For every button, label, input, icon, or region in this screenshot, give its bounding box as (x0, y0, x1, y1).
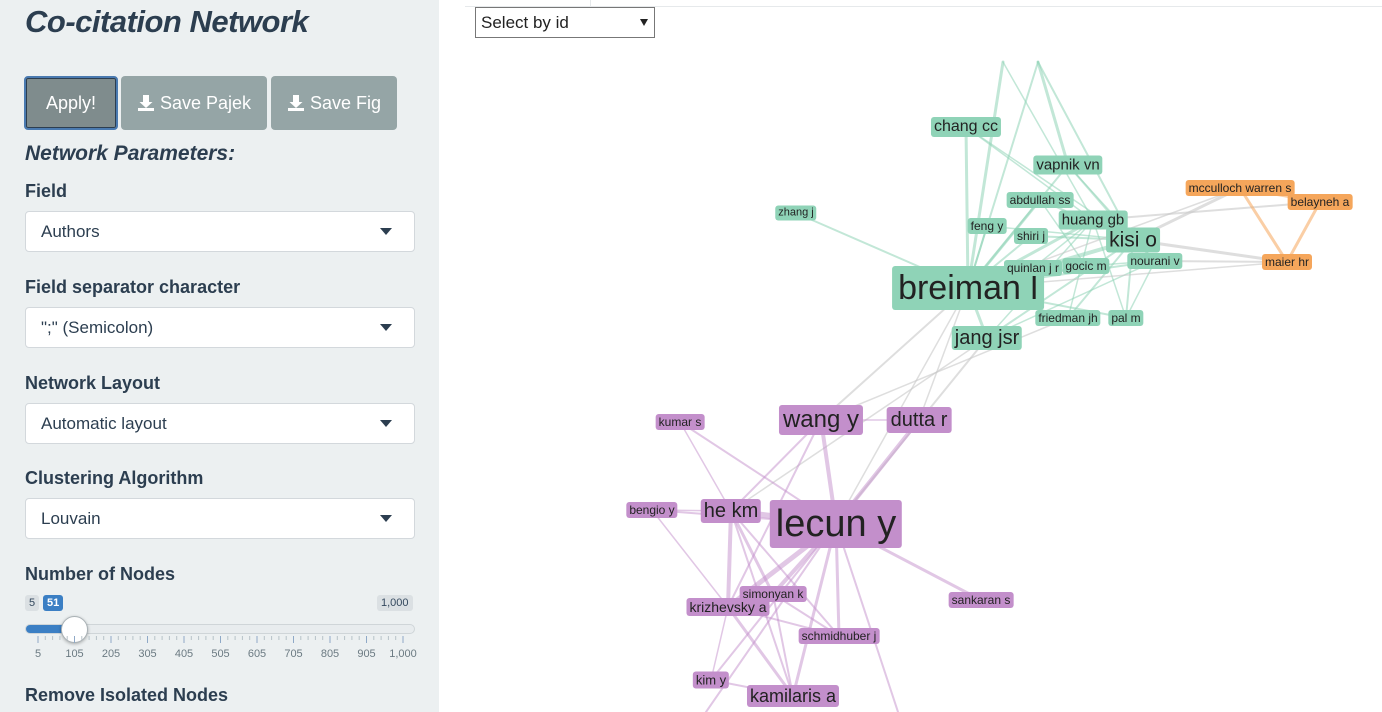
separator-select[interactable]: ";" (Semicolon) (25, 307, 415, 348)
slider-tick-label: 305 (138, 648, 157, 660)
node-chang[interactable]: chang cc (930, 117, 1002, 137)
slider-tick-label: 905 (357, 648, 376, 660)
caret-down-icon (380, 324, 392, 331)
node-sankaran[interactable]: sankaran s (948, 592, 1014, 608)
node-kamilaris[interactable]: kamilaris a (746, 685, 840, 707)
save-fig-button[interactable]: Save Fig (271, 76, 397, 130)
node-zhang[interactable]: zhang j (775, 205, 817, 221)
slider-tick-label: 405 (174, 648, 194, 660)
download-icon (137, 95, 154, 111)
slider-tick-label: 105 (65, 648, 84, 660)
slider-tick-label: 805 (320, 648, 340, 660)
remove-isolated-label: Remove Isolated Nodes (25, 685, 229, 705)
separator-select-value: ";" (Semicolon) (41, 317, 154, 337)
node-friedman[interactable]: friedman jh (1035, 310, 1101, 326)
slider-tick-label: 705 (284, 648, 303, 660)
slider-tick-label: 505 (211, 648, 230, 660)
save-fig-label: Save Fig (309, 92, 382, 113)
clustering-select[interactable]: Louvain (25, 498, 415, 539)
node-jang[interactable]: jang jsr (951, 326, 1023, 350)
slider-value-badge: 51 (43, 595, 64, 611)
node-abdullah[interactable]: abdullah ss (1006, 192, 1074, 208)
node-maier[interactable]: maier hr (1261, 254, 1313, 270)
select-by-id-dropdown[interactable]: Select by id (475, 7, 655, 38)
nodes-label: Number of Nodes (25, 564, 176, 584)
top-divider-notch (590, 0, 591, 6)
node-schmidhuber[interactable]: schmidhuber j (798, 628, 880, 644)
node-mcculloch[interactable]: mcculloch warren s (1185, 180, 1295, 196)
caret-down-icon (380, 420, 392, 427)
node-krizhevsky[interactable]: krizhevsky a (686, 598, 770, 616)
clustering-select-value: Louvain (41, 508, 101, 528)
layout-select-value: Automatic layout (41, 413, 167, 433)
node-kisi[interactable]: kisi o (1106, 227, 1160, 253)
network-parameters-heading: Network Parameters: (25, 142, 236, 165)
network-graph[interactable] (439, 0, 1382, 712)
field-select-value: Authors (41, 221, 100, 241)
layout-select[interactable]: Automatic layout (25, 403, 415, 444)
layout-label: Network Layout (25, 373, 161, 393)
slider-ticks (37, 636, 404, 643)
page-title: Co-citation Network (25, 4, 309, 39)
separator-label: Field separator character (25, 277, 241, 297)
slider-tick-label: 205 (101, 648, 121, 660)
save-pajek-button[interactable]: Save Pajek (121, 76, 267, 130)
sidebar: Co-citation Network Apply! Save Pajek Sa… (0, 0, 439, 712)
node-lecun[interactable]: lecun y (769, 500, 903, 548)
node-kumar[interactable]: kumar s (655, 414, 705, 430)
node-gocic[interactable]: gocic m (1062, 258, 1110, 274)
node-he[interactable]: he km (700, 499, 762, 523)
node-nourani[interactable]: nourani v (1127, 253, 1183, 269)
node-huang[interactable]: huang gb (1058, 210, 1128, 230)
node-wang[interactable]: wang y (778, 405, 864, 435)
slider-max-badge: 1,000 (377, 595, 413, 611)
node-quinlan[interactable]: quinlan j r (1003, 260, 1063, 276)
node-dutta[interactable]: dutta r (886, 407, 952, 433)
triangle-down-icon (640, 19, 648, 26)
download-icon (287, 95, 304, 111)
save-pajek-label: Save Pajek (159, 92, 252, 113)
field-select[interactable]: Authors (25, 211, 415, 252)
caret-down-icon (380, 228, 392, 235)
slider-tick-label: 605 (247, 648, 267, 660)
node-belayneh[interactable]: belayneh a (1287, 194, 1353, 210)
slider-tick-label: 1,000 (389, 648, 417, 660)
apply-button-label: Apply! (45, 92, 97, 113)
clustering-label: Clustering Algorithm (25, 468, 204, 488)
apply-button[interactable]: Apply! (24, 76, 118, 130)
node-feng[interactable]: feng y (967, 218, 1007, 234)
caret-down-icon (380, 515, 392, 522)
node-kim[interactable]: kim y (692, 671, 730, 689)
node-vapnik[interactable]: vapnik vn (1033, 155, 1103, 175)
node-pal[interactable]: pal m (1108, 310, 1144, 326)
slider-tick-label: 5 (34, 648, 42, 660)
select-by-id-value: Select by id (481, 12, 569, 32)
slider-min-badge: 5 (25, 595, 40, 611)
nodes-slider-fill (26, 625, 74, 633)
top-divider (465, 6, 1382, 7)
node-shiri[interactable]: shiri j (1013, 228, 1049, 244)
nodes-slider-track[interactable] (25, 616, 415, 643)
node-bengio[interactable]: bengio y (626, 502, 678, 518)
field-label: Field (25, 181, 68, 201)
